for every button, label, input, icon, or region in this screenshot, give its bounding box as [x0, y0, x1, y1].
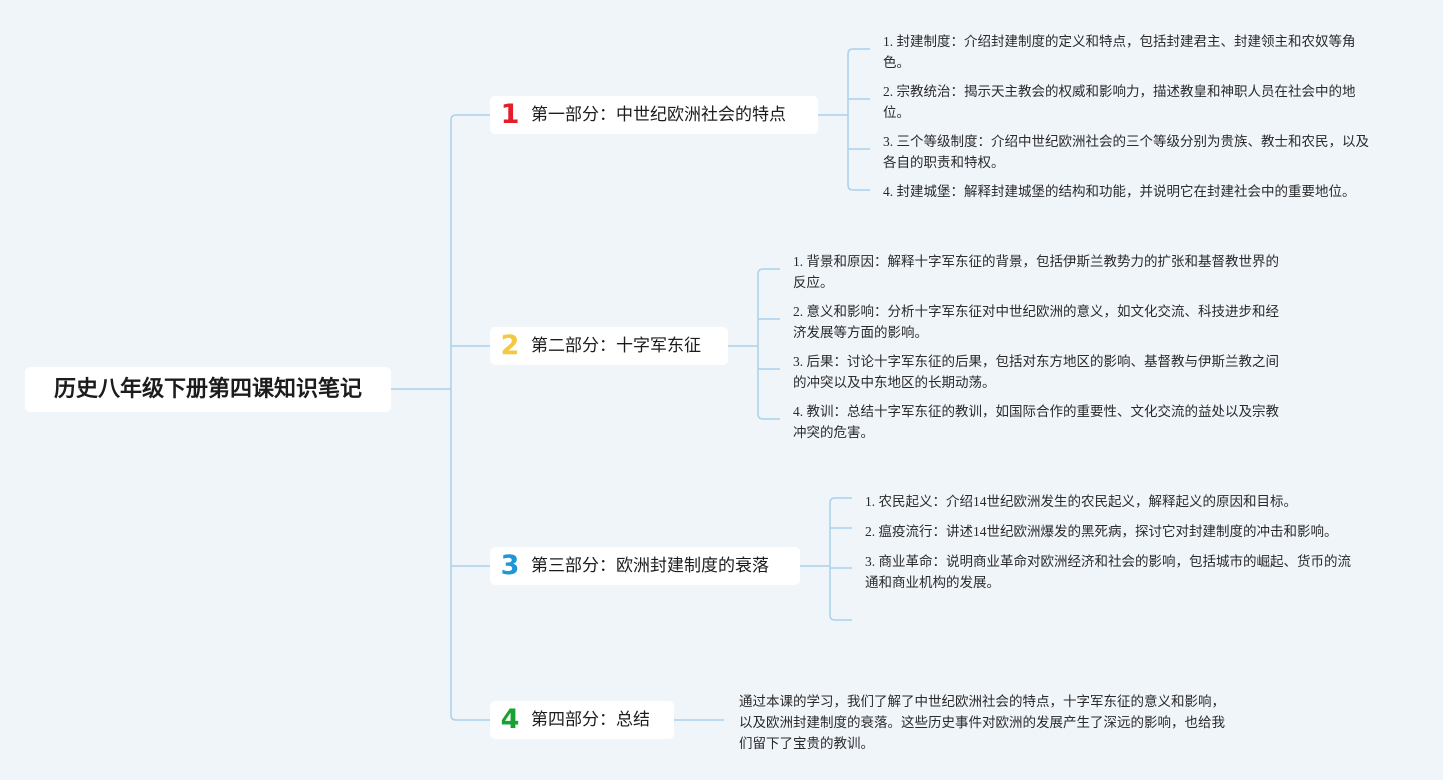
- section-1-node[interactable]: 1 第一部分：中世纪欧洲社会的特点: [490, 96, 818, 134]
- root-topic[interactable]: 历史八年级下册第四课知识笔记: [25, 367, 391, 412]
- section-3-item-3[interactable]: 3. 商业革命：说明商业革命对欧洲经济和社会的影响，包括城市的崛起、货币的流通和…: [865, 554, 1351, 590]
- section-1-item-1[interactable]: 1. 封建制度：介绍封建制度的定义和特点，包括封建君主、封建领主和农奴等角色。: [883, 34, 1356, 70]
- section-1-item-2[interactable]: 2. 宗教统治：揭示天主教会的权威和影响力，描述教皇和神职人员在社会中的地位。: [883, 84, 1356, 120]
- section-3-item-1-link: [829, 497, 852, 504]
- section-2-node[interactable]: 2 第二部分：十字军东征: [490, 327, 728, 365]
- section-1-branch: [450, 114, 490, 121]
- section-1-item-4-link: [847, 184, 870, 191]
- section-3-node[interactable]: 3 第三部分：欧洲封建制度的衰落: [490, 547, 800, 585]
- section-1-label: 第一部分：中世纪欧洲社会的特点: [531, 105, 786, 125]
- section-4-label: 第四部分：总结: [531, 710, 650, 730]
- section-1-item-3[interactable]: 3. 三个等级制度：介绍中世纪欧洲社会的三个等级分别为贵族、教士和农民，以及各自…: [883, 134, 1369, 170]
- section-2-item-3[interactable]: 3. 后果：讨论十字军东征的后果，包括对东方地区的影响、基督教与伊斯兰教之间的冲…: [793, 354, 1279, 390]
- number-3-icon: 3: [500, 550, 520, 581]
- number-4-icon: 4: [500, 704, 520, 735]
- section-2-item-2[interactable]: 2. 意义和影响：分析十字军东征对中世纪欧洲的意义，如文化交流、科技进步和经济发…: [793, 304, 1279, 340]
- section-2-label: 第二部分：十字军东征: [531, 336, 701, 356]
- section-3-label: 第三部分：欧洲封建制度的衰落: [531, 556, 769, 576]
- section-2-item-4-link: [757, 413, 780, 420]
- number-1-icon: 1: [500, 99, 520, 130]
- section-4-branch: [450, 714, 490, 721]
- section-4-summary[interactable]: 通过本课的学习，我们了解了中世纪欧洲社会的特点，十字军东征的意义和影响，以及欧洲…: [739, 694, 1225, 751]
- section-2-item-1[interactable]: 1. 背景和原因：解释十字军东征的背景，包括伊斯兰教势力的扩张和基督教世界的反应…: [793, 254, 1279, 290]
- section-3-item-4-link: [829, 614, 852, 621]
- section-3-item-2[interactable]: 2. 瘟疫流行：讲述14世纪欧洲爆发的黑死病，探讨它对封建制度的冲击和影响。: [865, 524, 1338, 539]
- section-3-item-1[interactable]: 1. 农民起义：介绍14世纪欧洲发生的农民起义，解释起义的原因和目标。: [865, 494, 1297, 509]
- section-4-node[interactable]: 4 第四部分：总结: [490, 701, 674, 739]
- section-1-item-4[interactable]: 4. 封建城堡：解释封建城堡的结构和功能，并说明它在封建社会中的重要地位。: [883, 184, 1356, 199]
- section-1-item-1-link: [847, 48, 870, 55]
- section-2-item-4[interactable]: 4. 教训：总结十字军东征的教训，如国际合作的重要性、文化交流的益处以及宗教冲突…: [793, 404, 1279, 440]
- section-2-item-1-link: [757, 268, 780, 275]
- number-2-icon: 2: [500, 330, 520, 361]
